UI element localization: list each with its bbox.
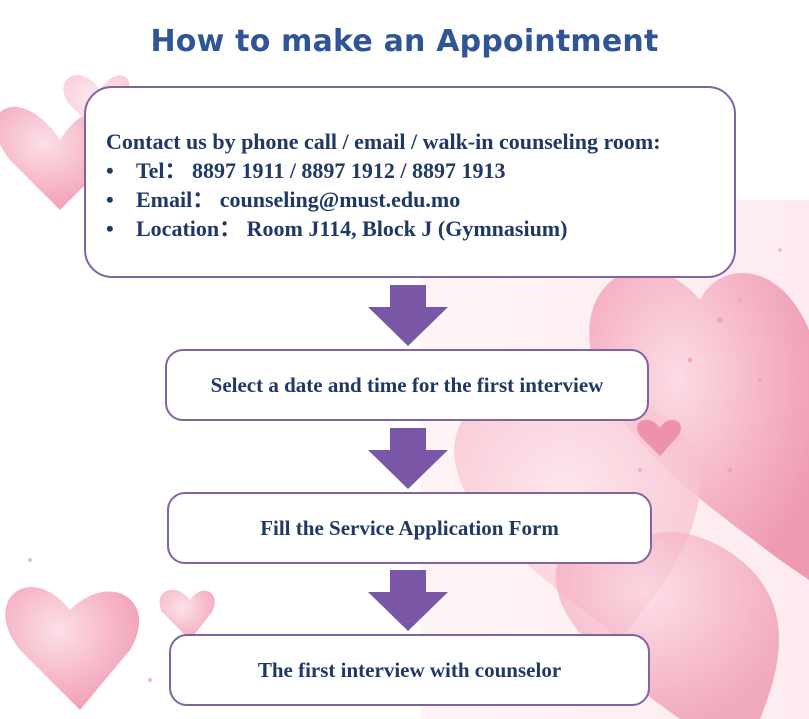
contact-item-tel: Tel： 8897 1911 / 8897 1912 / 8897 1913 [106,156,734,185]
down-arrow-icon [368,428,448,489]
step-fill-form: Fill the Service Application Form [167,492,652,564]
contact-heading: Contact us by phone call / email / walk-… [106,129,661,154]
down-arrow-icon [368,285,448,346]
step-first-interview: The first interview with counselor [169,634,650,706]
step-select-date-time: Select a date and time for the first int… [165,349,649,421]
contact-item-location: Location： Room J114, Block J (Gymnasium) [106,214,734,243]
contact-item-email: Email： counseling@must.edu.mo [106,185,734,214]
page-title: How to make an Appointment [150,24,659,59]
contact-info-box: Contact us by phone call / email / walk-… [84,86,736,278]
large-heart-right [589,269,809,580]
down-arrow-icon [368,570,448,631]
contact-list: Tel： 8897 1911 / 8897 1912 / 8897 1913 E… [106,156,734,243]
